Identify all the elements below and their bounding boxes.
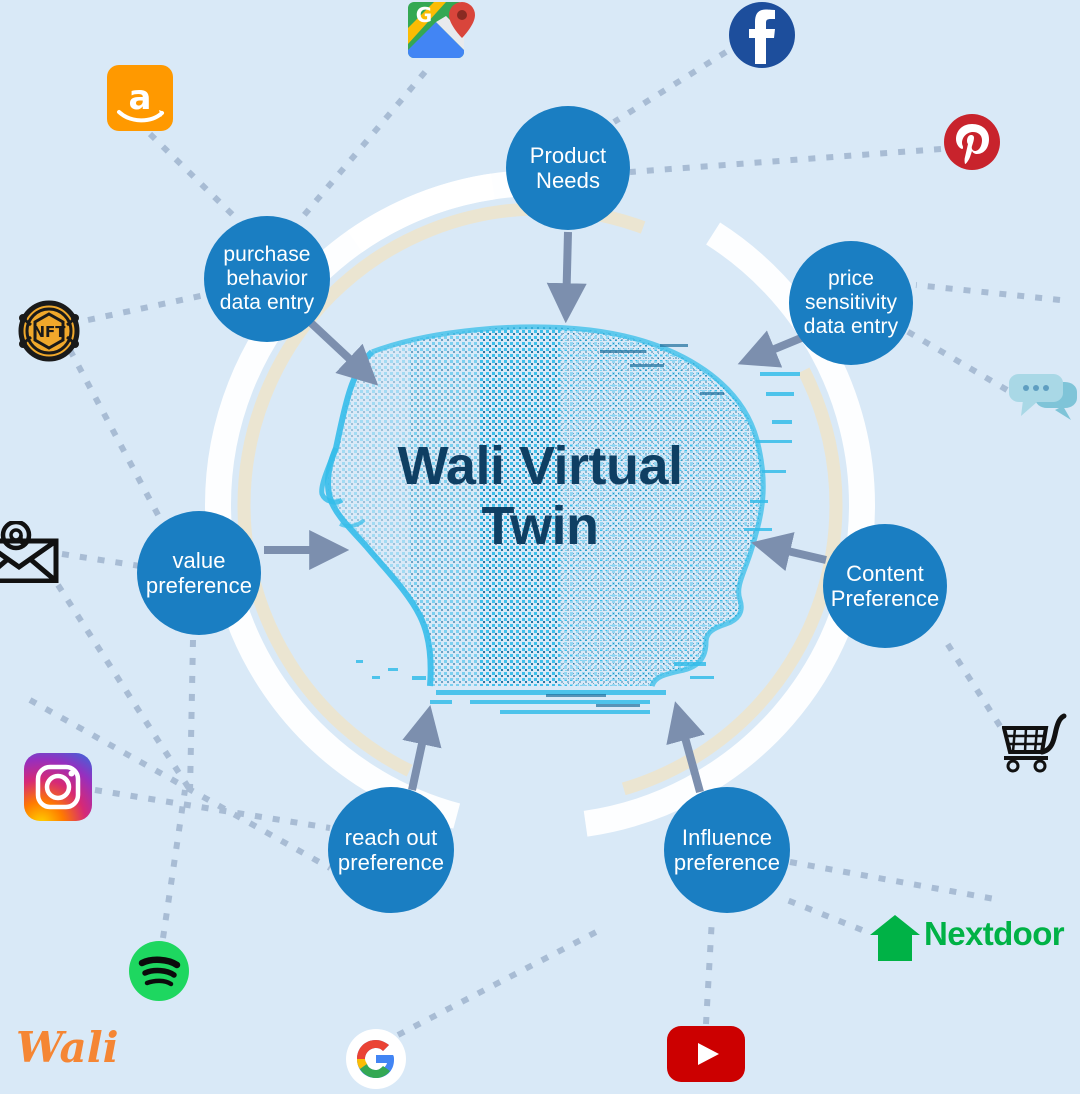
node-value-preference-label: value preference — [145, 547, 253, 598]
spotify-icon[interactable] — [129, 941, 189, 1006]
nextdoor-wordmark: Nextdoor — [924, 915, 1065, 952]
chat-bubbles-icon — [1005, 364, 1077, 431]
google-maps-icon[interactable]: G — [406, 0, 476, 75]
node-product-needs[interactable]: Product Needs — [506, 106, 630, 230]
node-reach-out-preference-label: reach out preference — [337, 824, 445, 875]
instagram-icon[interactable] — [24, 753, 92, 826]
node-influence-preference-label: Influence preference — [673, 824, 781, 875]
node-reach-out-preference[interactable]: reach out preference — [328, 787, 454, 913]
google-g-icon[interactable] — [346, 1029, 406, 1094]
node-influence-preference[interactable]: Influence preference — [664, 787, 790, 913]
facebook-icon[interactable] — [729, 2, 795, 73]
center-title-line2: Twin — [481, 496, 599, 557]
node-product-needs-label: Product Needs — [529, 142, 607, 193]
node-price-sensitivity[interactable]: price sensitivity data entry — [789, 241, 913, 365]
node-purchase-behavior-label: purchase behavior data entry — [219, 243, 315, 314]
node-content-preference[interactable]: Content Preference — [823, 524, 947, 648]
youtube-icon[interactable] — [667, 1026, 745, 1087]
node-value-preference[interactable]: value preference — [137, 511, 261, 635]
nft-coin-icon[interactable]: NFT — [14, 296, 84, 371]
node-content-preference-label: Content Preference — [830, 560, 940, 611]
svg-text:a: a — [129, 78, 152, 118]
node-purchase-behavior[interactable]: purchase behavior data entry — [204, 216, 330, 342]
center-title: Wali Virtual Twin — [290, 436, 790, 557]
email-envelope-icon — [0, 519, 62, 588]
node-price-sensitivity-label: price sensitivity data entry — [803, 267, 899, 338]
shopping-cart-icon — [1001, 712, 1070, 779]
svg-text:NFT: NFT — [32, 323, 66, 341]
svg-text:G: G — [416, 3, 432, 27]
amazon-icon[interactable]: a — [107, 65, 173, 136]
wali-logo: Wali — [16, 1023, 119, 1072]
nextdoor-icon[interactable] — [868, 913, 922, 968]
center-title-line1: Wali Virtual — [397, 436, 683, 496]
pinterest-icon[interactable] — [944, 114, 1000, 175]
